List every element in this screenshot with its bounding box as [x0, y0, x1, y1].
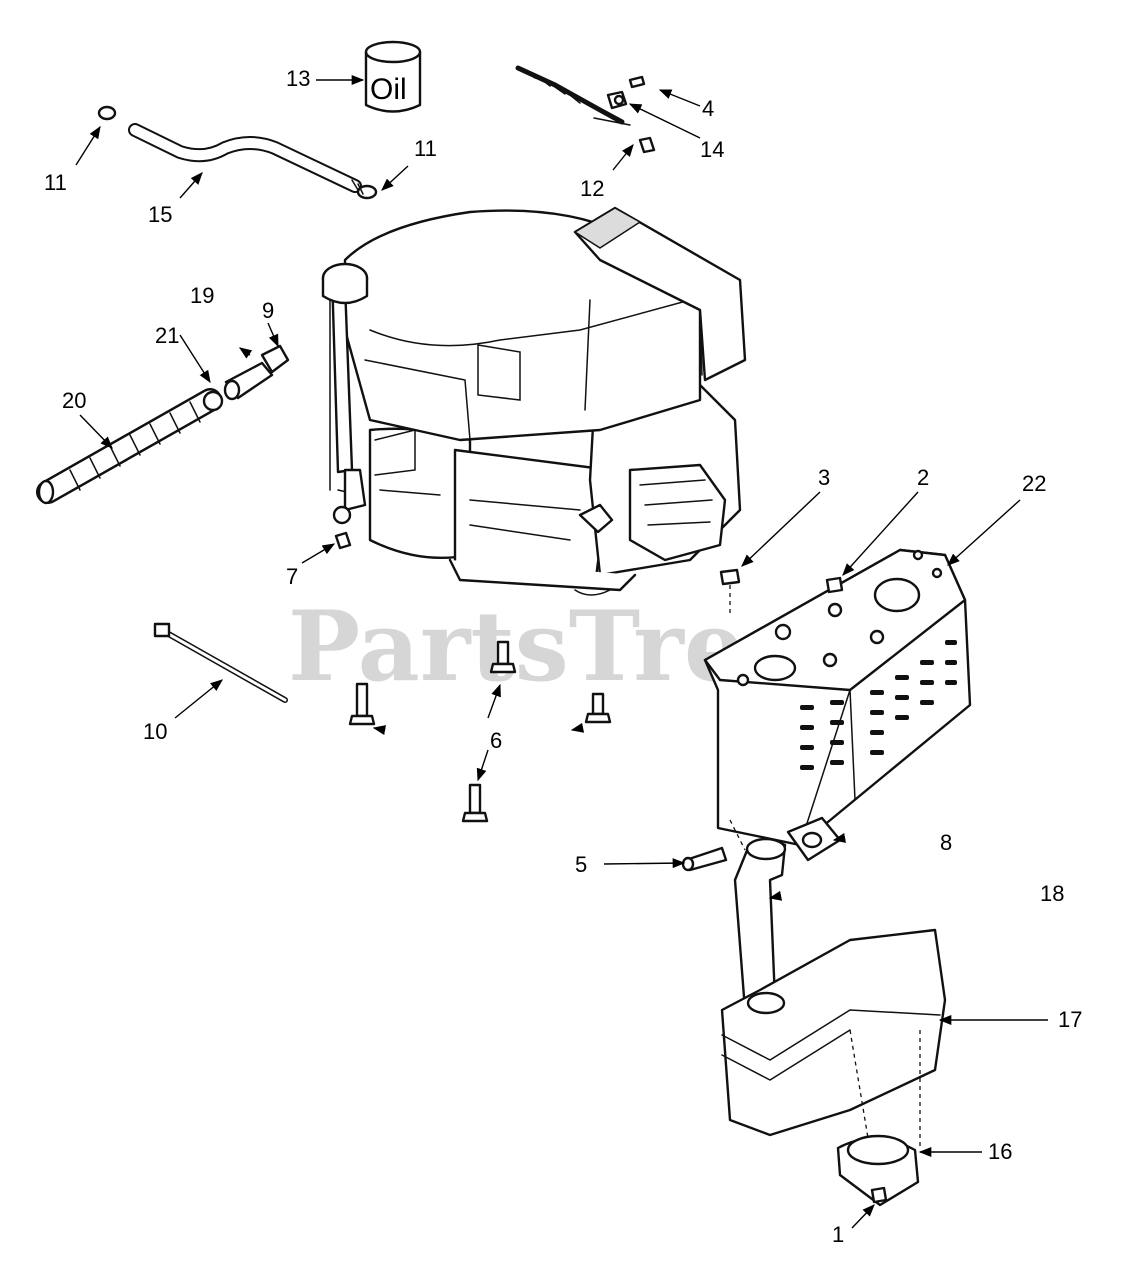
oil-drain-hose-part	[97, 105, 378, 200]
muffler-flange-part	[836, 1134, 920, 1207]
callout-1: 1	[832, 1222, 844, 1247]
callout-12: 12	[580, 176, 604, 201]
fuel-line-part	[36, 344, 290, 505]
callout-11-right: 11	[414, 136, 437, 161]
callout-13: 13	[286, 66, 310, 91]
callout-labels: 13 11 11 15 4 14 12 19 9 21 20 7 10 6 3 …	[44, 66, 1082, 1247]
callout-3: 3	[818, 465, 830, 490]
hardware-bolts	[334, 531, 612, 823]
callout-7: 7	[286, 564, 298, 589]
callout-11-left: 11	[44, 170, 67, 195]
callout-14: 14	[700, 137, 724, 162]
muffler-guard-part	[703, 548, 972, 847]
callout-2: 2	[917, 465, 929, 490]
muffler-part	[720, 928, 947, 1151]
callout-4: 4	[702, 96, 714, 121]
callout-19: 19	[190, 283, 214, 308]
oil-filter-part: Oil	[364, 40, 422, 113]
callout-8: 8	[940, 830, 952, 855]
callout-10: 10	[143, 719, 167, 744]
callout-18: 18	[1040, 881, 1064, 906]
engine-illustration	[321, 206, 747, 596]
callout-17: 17	[1058, 1007, 1082, 1032]
callout-9: 9	[262, 298, 274, 323]
callout-15: 15	[148, 202, 172, 227]
exhaust-pipe-part	[681, 816, 842, 1012]
callout-5: 5	[575, 852, 587, 877]
callout-16: 16	[988, 1139, 1012, 1164]
callout-22: 22	[1022, 471, 1046, 496]
leader-lines	[75, 74, 1048, 1229]
callout-21: 21	[155, 323, 179, 348]
callout-20: 20	[62, 388, 86, 413]
callout-6: 6	[490, 728, 502, 753]
cable-tie-part	[153, 622, 288, 703]
throttle-cable-part	[515, 65, 656, 154]
oil-filter-label: Oil	[370, 73, 407, 106]
